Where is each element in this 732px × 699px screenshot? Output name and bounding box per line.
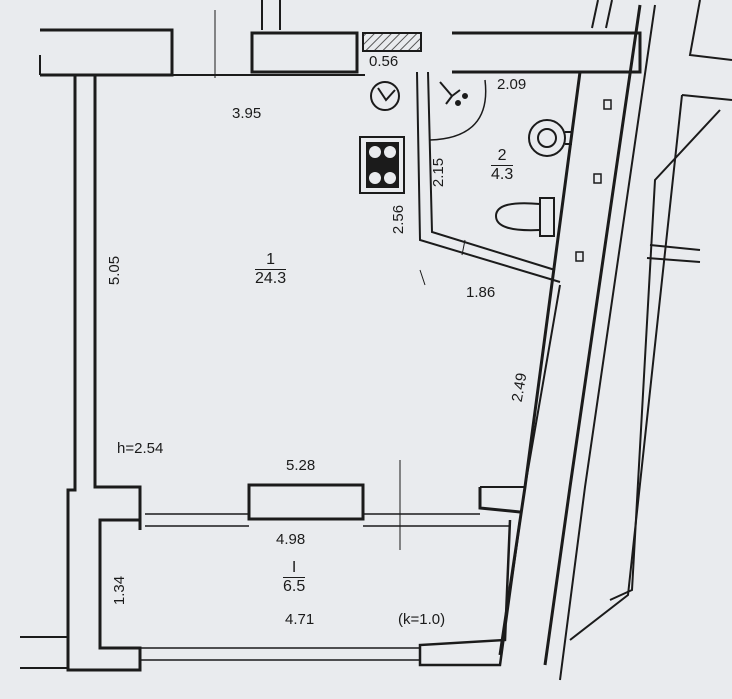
dimension-1-34: 1.34	[111, 575, 129, 606]
toilet-icon	[494, 197, 555, 237]
dimension-4-71: 4.71	[285, 611, 315, 628]
vent-grille-icons	[575, 99, 612, 262]
room-1-area: 24.3	[255, 269, 287, 287]
top-wall-mid	[250, 31, 359, 74]
room-I-label: I 6.5	[283, 559, 306, 596]
room-1-label: 1 24.3	[255, 251, 287, 288]
sink-icon	[528, 119, 572, 157]
dimension-2-15: 2.15	[430, 157, 448, 188]
top-wall-left	[40, 28, 174, 77]
coefficient-note: (k=1.0)	[398, 611, 446, 628]
top-wall-right	[452, 31, 642, 74]
room-2-area: 4.3	[491, 165, 514, 183]
dimension-0-56: 0.56	[369, 53, 399, 70]
left-wall	[66, 73, 142, 672]
room-2-label: 2 4.3	[491, 147, 514, 184]
bathroom-partition	[416, 71, 561, 283]
shower-icon	[439, 81, 468, 106]
room-2-number: 2	[491, 147, 514, 166]
vent-shaft	[362, 32, 422, 52]
bottom-wall-pier	[247, 483, 365, 521]
dimension-3-95: 3.95	[232, 105, 262, 122]
dimension-1-86: 1.86	[466, 284, 496, 301]
dimension-2-09: 2.09	[497, 76, 527, 93]
room-I-number: I	[283, 559, 306, 578]
dimension-5-28: 5.28	[286, 457, 316, 474]
right-outer-wall-c	[559, 4, 656, 681]
room-1-outline	[95, 74, 561, 488]
room-I-area: 6.5	[283, 577, 306, 595]
dimension-2-56: 2.56	[390, 204, 408, 235]
height-note: h=2.54	[117, 440, 164, 457]
right-outer-wall-b	[543, 4, 642, 666]
room-1-number: 1	[255, 251, 287, 270]
meter-icon	[370, 81, 400, 111]
balcony-outline	[100, 518, 522, 667]
stove-icon	[359, 136, 405, 194]
dimension-5-05: 5.05	[106, 255, 124, 286]
bathroom-door-swing	[429, 79, 487, 141]
dimension-4-98: 4.98	[276, 531, 306, 548]
